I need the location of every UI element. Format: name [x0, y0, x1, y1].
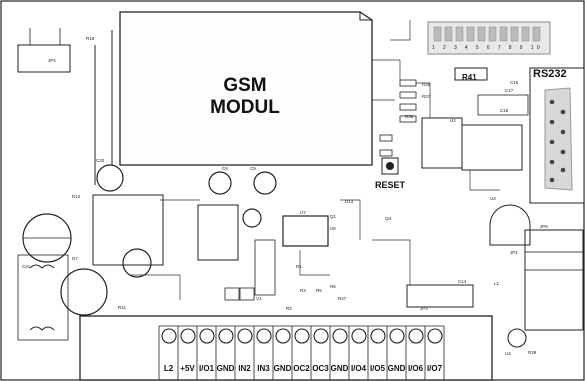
label-u3: U3 — [490, 196, 496, 201]
terminal-label-gnd-2: GND — [273, 364, 292, 373]
label-u5: U5 — [330, 226, 336, 231]
terminal-label-in3: IN3 — [257, 364, 270, 373]
terminal-label-gnd-4: GND — [387, 364, 406, 373]
rs232-db9-shell — [544, 87, 573, 191]
label-r11: R11 — [118, 305, 126, 310]
r41-body — [454, 67, 488, 81]
label-r5: R5 — [316, 288, 322, 293]
terminal-label-io4: I/O4 — [350, 364, 367, 373]
label-u7: U7 — [300, 210, 306, 215]
coil-lower — [29, 326, 55, 331]
cap-lower-left — [122, 248, 152, 278]
terminal-label-oc2: OC2 — [293, 364, 310, 373]
label-jp6: JP6 — [540, 224, 548, 229]
pcb-traces — [130, 20, 500, 300]
gnd-pad-2 — [239, 287, 255, 301]
label-r6: R6 — [330, 284, 336, 289]
jp4-outline — [17, 44, 71, 73]
reset-button — [381, 157, 399, 175]
c9-capacitor — [253, 171, 277, 195]
terminal-label-l2: L2 — [163, 364, 174, 373]
terminal-label-oc3: OC3 — [312, 364, 329, 373]
c6-capacitor — [208, 171, 232, 195]
ic-center-bottom — [254, 239, 276, 296]
dip-switch-levers — [433, 26, 541, 42]
label-c17: C17 — [505, 88, 514, 93]
label-jp3: JP3 — [420, 306, 428, 311]
label-jp4: JP4 — [48, 58, 56, 63]
capacitor-mid — [60, 268, 108, 316]
gsm-module-label-line1: GSM — [223, 75, 267, 96]
rs232-pins — [549, 99, 566, 183]
jp2-block — [197, 204, 239, 261]
bottom-right-cap — [507, 328, 527, 348]
r41-label: R41 — [462, 73, 477, 82]
terminal-label-io7: I/O7 — [426, 364, 443, 373]
label-r39: R39 — [528, 350, 537, 355]
terminal-label-io6: I/O6 — [407, 364, 424, 373]
cap-center-lower — [242, 208, 262, 228]
label-c14: C14 — [458, 279, 467, 284]
label-q4: Q4 — [385, 216, 392, 221]
label-c6: C6 — [222, 166, 228, 171]
gsm-module-label: GSM MODUL — [190, 75, 300, 119]
label-r18: R18 — [86, 36, 95, 41]
label-u4: U4 — [505, 351, 511, 356]
jp3-block — [406, 284, 474, 308]
terminal-labels-row: L2 +5V I/O1 GND IN2 IN3 GND OC2 OC3 GND … — [159, 360, 444, 378]
terminal-label-io1: I/O1 — [198, 364, 215, 373]
label-jp1: JP1 — [510, 250, 518, 255]
coil-upper — [29, 264, 55, 269]
terminal-label-gnd-3: GND — [330, 364, 349, 373]
u7-ic — [282, 215, 329, 247]
gsm-module-label-line2: MODUL — [210, 97, 280, 118]
label-r37: R37 — [422, 94, 431, 99]
regulator-block — [92, 194, 164, 266]
label-r38: R38 — [405, 114, 414, 119]
label-r3: R3 — [300, 288, 306, 293]
terminal-block — [79, 315, 493, 381]
label-c32: C32 — [96, 158, 105, 163]
label-l1: L1 — [494, 281, 500, 286]
terminal-label-io5: I/O5 — [369, 364, 386, 373]
label-v1: V1 — [256, 296, 262, 301]
reset-label: RESET — [375, 180, 406, 190]
jp1-cap — [489, 204, 531, 246]
label-c15: C15 — [510, 80, 519, 85]
label-r2: R2 — [286, 306, 292, 311]
label-r36: R36 — [422, 82, 431, 87]
label-d13: D13 — [345, 199, 354, 204]
rs232-label: RS232 — [533, 68, 567, 80]
label-c18: C18 — [500, 108, 509, 113]
label-c31: C31 — [22, 264, 31, 269]
gsm-module-outline — [119, 11, 373, 166]
terminal-block-screws — [161, 328, 443, 344]
label-d7: D7 — [72, 256, 78, 261]
c32-capacitor — [96, 164, 124, 192]
label-c9: C9 — [250, 166, 256, 171]
dip-switch-numbers: 1 2 3 4 5 6 7 8 9 10 — [432, 45, 544, 51]
label-r1: R1 — [296, 264, 302, 269]
label-r27: R27 — [338, 296, 347, 301]
label-q1: Q1 — [330, 214, 337, 219]
jp6-block — [524, 229, 584, 331]
terminal-label-gnd-1: GND — [216, 364, 235, 373]
terminal-label-5v: +5V — [180, 364, 195, 373]
u3-ic — [461, 124, 523, 171]
terminal-label-in2: IN2 — [238, 364, 251, 373]
label-u2: U2 — [450, 118, 456, 123]
gnd-pad-1 — [224, 287, 240, 301]
label-r12: R12 — [72, 194, 81, 199]
